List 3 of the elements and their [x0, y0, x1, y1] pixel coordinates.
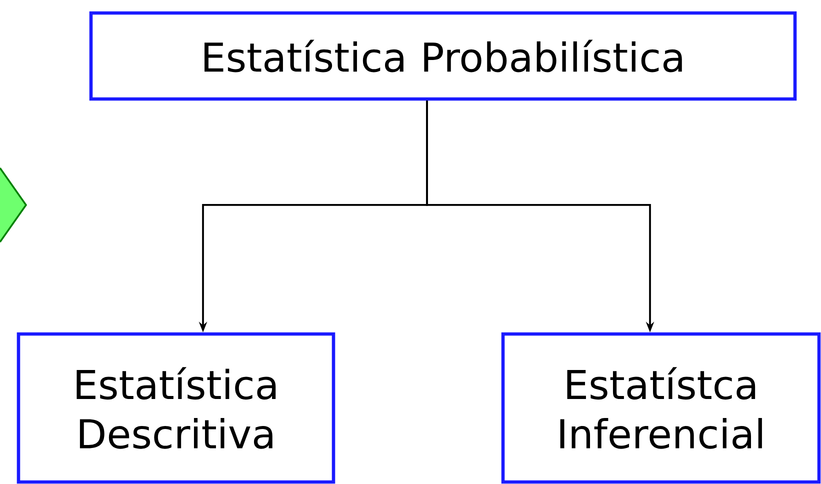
concept-box: Estatística Descritiva — [16, 332, 336, 484]
concept-box: Estatístca Inferencial — [501, 332, 821, 484]
concept-box: Estatística Probabilística — [89, 11, 797, 101]
